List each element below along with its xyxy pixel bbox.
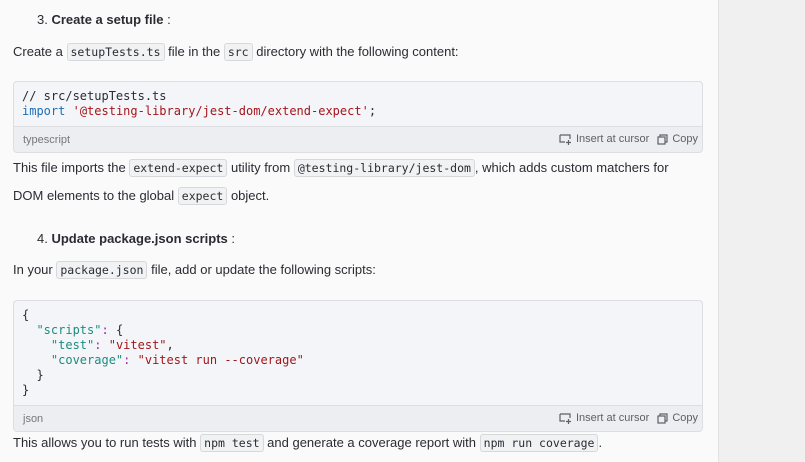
code-key: "scripts" bbox=[36, 323, 102, 337]
step-3-heading: 3. Create a setup file : bbox=[37, 12, 171, 27]
code-block-json: { "scripts": { "test": "vitest", "covera… bbox=[13, 300, 703, 432]
inline-code: @testing-library/jest-dom bbox=[293, 159, 475, 177]
text: utility from bbox=[230, 160, 291, 175]
code-language-label: typescript bbox=[23, 134, 71, 146]
inline-code: npm run coverage bbox=[479, 434, 599, 452]
insert-icon bbox=[559, 412, 571, 424]
insert-icon bbox=[559, 133, 571, 145]
side-panel bbox=[718, 0, 805, 462]
step-number: 4. bbox=[37, 231, 48, 246]
code-punct: } bbox=[22, 383, 30, 397]
inline-code: extend-expect bbox=[129, 159, 228, 177]
copy-icon bbox=[657, 412, 668, 424]
copy-button[interactable]: Copy bbox=[657, 133, 698, 145]
text: . bbox=[598, 435, 603, 450]
copy-icon bbox=[657, 133, 668, 145]
text: object. bbox=[230, 188, 270, 203]
copy-button[interactable]: Copy bbox=[657, 412, 698, 424]
code-content[interactable]: { "scripts": { "test": "vitest", "covera… bbox=[22, 308, 304, 397]
code-string: "vitest" bbox=[108, 338, 167, 352]
paragraph-summary: This allows you to run tests with npm te… bbox=[13, 434, 603, 452]
inline-code: expect bbox=[177, 187, 228, 205]
copy-label: Copy bbox=[672, 412, 698, 424]
insert-label: Insert at cursor bbox=[575, 133, 650, 145]
text: file, add or update the following script… bbox=[151, 262, 376, 277]
paragraph-package-json: In your package.json file, add or update… bbox=[13, 261, 376, 279]
text: and generate a coverage report with bbox=[267, 435, 477, 450]
paragraph-explanation-cont: DOM elements to the global expect object… bbox=[13, 187, 270, 205]
inline-code: src bbox=[223, 43, 253, 61]
text: DOM elements to the global bbox=[13, 188, 175, 203]
step-suffix: : bbox=[167, 12, 171, 27]
code-comment: // src/setupTests.ts bbox=[22, 89, 167, 103]
code-keyword: import bbox=[22, 104, 66, 118]
code-punct: } bbox=[36, 368, 44, 382]
insert-at-cursor-button[interactable]: Insert at cursor bbox=[559, 412, 649, 424]
chat-content: 3. Create a setup file : Create a setupT… bbox=[13, 12, 703, 452]
step-title: Create a setup file bbox=[51, 12, 164, 27]
code-punct: ; bbox=[368, 104, 377, 118]
code-punct: { bbox=[22, 308, 30, 322]
text: In your bbox=[13, 262, 53, 277]
step-title: Update package.json scripts bbox=[51, 231, 228, 246]
text: This file imports the bbox=[13, 160, 126, 175]
code-footer: json Insert at cursor Copy bbox=[14, 405, 702, 431]
text: file in the bbox=[168, 44, 221, 59]
paragraph-explanation: This file imports the extend-expect util… bbox=[13, 159, 669, 177]
inline-code: setupTests.ts bbox=[66, 43, 165, 61]
step-number: 3. bbox=[37, 12, 48, 27]
code-key: "coverage" bbox=[50, 353, 124, 367]
insert-at-cursor-button[interactable]: Insert at cursor bbox=[559, 133, 649, 145]
copy-label: Copy bbox=[672, 133, 698, 145]
text: , which adds custom matchers for bbox=[474, 160, 669, 175]
code-block-typescript: // src/setupTests.ts import '@testing-li… bbox=[13, 81, 703, 153]
step-suffix: : bbox=[231, 231, 235, 246]
paragraph-create-file: Create a setupTests.ts file in the src d… bbox=[13, 43, 459, 61]
inline-code: package.json bbox=[56, 261, 148, 279]
text: Create a bbox=[13, 44, 63, 59]
text: This allows you to run tests with bbox=[13, 435, 197, 450]
code-content[interactable]: // src/setupTests.ts import '@testing-li… bbox=[14, 82, 702, 126]
code-language-label: json bbox=[23, 413, 44, 425]
inline-code: npm test bbox=[200, 434, 264, 452]
code-string: "vitest run --coverage" bbox=[137, 353, 304, 367]
code-string: '@testing-library/jest-dom/extend-expect… bbox=[72, 104, 369, 118]
code-footer: typescript Insert at cursor Copy bbox=[14, 126, 702, 152]
code-key: "test" bbox=[50, 338, 95, 352]
text: directory with the following content: bbox=[256, 44, 459, 59]
insert-label: Insert at cursor bbox=[575, 412, 650, 424]
step-4-heading: 4. Update package.json scripts : bbox=[37, 231, 235, 246]
